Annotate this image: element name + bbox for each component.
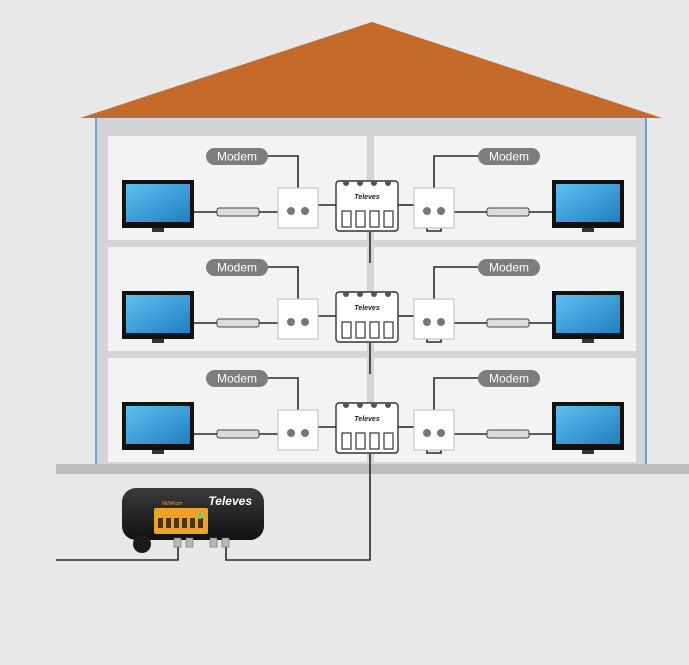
outlet-port-data-right-floor-3 bbox=[437, 429, 445, 437]
settop-box-right-floor-3 bbox=[486, 429, 530, 439]
splitter-bottom-port bbox=[355, 210, 366, 228]
outlet-port-data-right-floor-1 bbox=[437, 207, 445, 215]
splitter-bottom-port bbox=[383, 432, 394, 450]
wall-outlet-left-floor-1 bbox=[277, 187, 319, 229]
splitter-top-port bbox=[343, 180, 349, 186]
modem-badge-right-floor-2 bbox=[478, 259, 540, 276]
modem-label-right-floor-3: Modem bbox=[489, 372, 529, 386]
splitter-top-port bbox=[357, 180, 363, 186]
splitter-top-port bbox=[357, 291, 363, 297]
splitter-bottom-port bbox=[383, 210, 394, 228]
tv-screen-left-floor-1 bbox=[126, 184, 190, 222]
splitter-bottom-port bbox=[369, 321, 380, 339]
modem-badge-right-floor-1 bbox=[478, 148, 540, 165]
splitter-top-port bbox=[385, 180, 391, 186]
splitter-top-port bbox=[385, 291, 391, 297]
tv-screen-right-floor-1 bbox=[556, 184, 620, 222]
splitter-top-port bbox=[357, 402, 363, 408]
splitter-top-port bbox=[371, 402, 377, 408]
wall-outlet-left-floor-2 bbox=[277, 298, 319, 340]
splitter-brand-floor-2: Televes bbox=[354, 305, 380, 312]
splitter-brand-floor-3: Televes bbox=[354, 416, 380, 423]
splitter-top-port bbox=[343, 402, 349, 408]
amplifier: Televes MiNiKom bbox=[122, 488, 264, 553]
tv-stand-right-floor-2 bbox=[582, 339, 594, 343]
wall-outlet-right-floor-2 bbox=[413, 298, 455, 340]
splitter-top-port bbox=[385, 402, 391, 408]
splitter-top-port bbox=[343, 291, 349, 297]
cable-modem-right bbox=[433, 155, 478, 188]
splitter-bottom-port bbox=[369, 210, 380, 228]
outlet-port-tv-left-floor-1 bbox=[287, 207, 295, 215]
cables-group bbox=[56, 155, 552, 561]
cable-modem-left bbox=[268, 377, 299, 410]
amplifier-ports bbox=[173, 537, 230, 548]
amplifier-led bbox=[197, 513, 203, 519]
tv-stand-left-floor-1 bbox=[152, 228, 164, 232]
outlet-port-tv-right-floor-2 bbox=[423, 318, 431, 326]
settop-box-left-floor-3 bbox=[216, 429, 260, 439]
splitter-top-port bbox=[371, 291, 377, 297]
ground-slab bbox=[56, 464, 689, 474]
modem-badge-left-floor-2 bbox=[206, 259, 268, 276]
wall-outlet-right-floor-3 bbox=[413, 409, 455, 451]
outlet-port-tv-left-floor-2 bbox=[287, 318, 295, 326]
modem-label-left-floor-3: Modem bbox=[217, 372, 257, 386]
outlet-port-data-right-floor-2 bbox=[437, 318, 445, 326]
modem-label-left-floor-2: Modem bbox=[217, 261, 257, 275]
tv-screen-right-floor-2 bbox=[556, 295, 620, 333]
tv-stand-right-floor-3 bbox=[582, 450, 594, 454]
cable-modem-right bbox=[433, 266, 478, 299]
cable-modem-right bbox=[433, 377, 478, 410]
splitter-bottom-port bbox=[341, 321, 352, 339]
cable-trunk-riser bbox=[225, 232, 371, 561]
settop-box-right-floor-2 bbox=[486, 318, 530, 328]
splitter-top-port bbox=[371, 180, 377, 186]
settop-box-right-floor-1 bbox=[486, 207, 530, 217]
outlet-port-data-left-floor-1 bbox=[301, 207, 309, 215]
amplifier-input-knob bbox=[133, 535, 151, 553]
splitter-bottom-port bbox=[369, 432, 380, 450]
cable-modem-left bbox=[268, 266, 299, 299]
outlet-port-data-left-floor-3 bbox=[301, 429, 309, 437]
tv-stand-right-floor-1 bbox=[582, 228, 594, 232]
amplifier-brand: Televes bbox=[208, 494, 252, 508]
tv-stand-left-floor-3 bbox=[152, 450, 164, 454]
roof bbox=[80, 22, 662, 118]
cable-modem-left bbox=[268, 155, 299, 188]
modem-badge-left-floor-3 bbox=[206, 370, 268, 387]
modem-label-right-floor-1: Modem bbox=[489, 150, 529, 164]
outlet-port-data-left-floor-2 bbox=[301, 318, 309, 326]
splitter-bottom-port bbox=[355, 321, 366, 339]
modem-label-right-floor-2: Modem bbox=[489, 261, 529, 275]
amplifier-panel-switches bbox=[158, 518, 203, 528]
splitter-bottom-port bbox=[341, 210, 352, 228]
tv-screen-right-floor-3 bbox=[556, 406, 620, 444]
modem-badge-right-floor-3 bbox=[478, 370, 540, 387]
tv-screen-left-floor-3 bbox=[126, 406, 190, 444]
splitter-brand-floor-1: Televes bbox=[354, 194, 380, 201]
splitter-bottom-port bbox=[341, 432, 352, 450]
amplifier-product-line: MiNiKom bbox=[162, 501, 182, 507]
splitter-bottom-port bbox=[383, 321, 394, 339]
tv-stand-left-floor-2 bbox=[152, 339, 164, 343]
outlet-port-tv-right-floor-3 bbox=[423, 429, 431, 437]
outlet-port-tv-right-floor-1 bbox=[423, 207, 431, 215]
outlet-port-tv-left-floor-3 bbox=[287, 429, 295, 437]
settop-box-left-floor-2 bbox=[216, 318, 260, 328]
tv-screen-left-floor-2 bbox=[126, 295, 190, 333]
modem-label-left-floor-1: Modem bbox=[217, 150, 257, 164]
splitter-bottom-port bbox=[355, 432, 366, 450]
modem-badge-left-floor-1 bbox=[206, 148, 268, 165]
cable-incoming-feed bbox=[56, 547, 179, 561]
wall-outlet-left-floor-3 bbox=[277, 409, 319, 451]
wall-outlet-right-floor-1 bbox=[413, 187, 455, 229]
settop-box-left-floor-1 bbox=[216, 207, 260, 217]
